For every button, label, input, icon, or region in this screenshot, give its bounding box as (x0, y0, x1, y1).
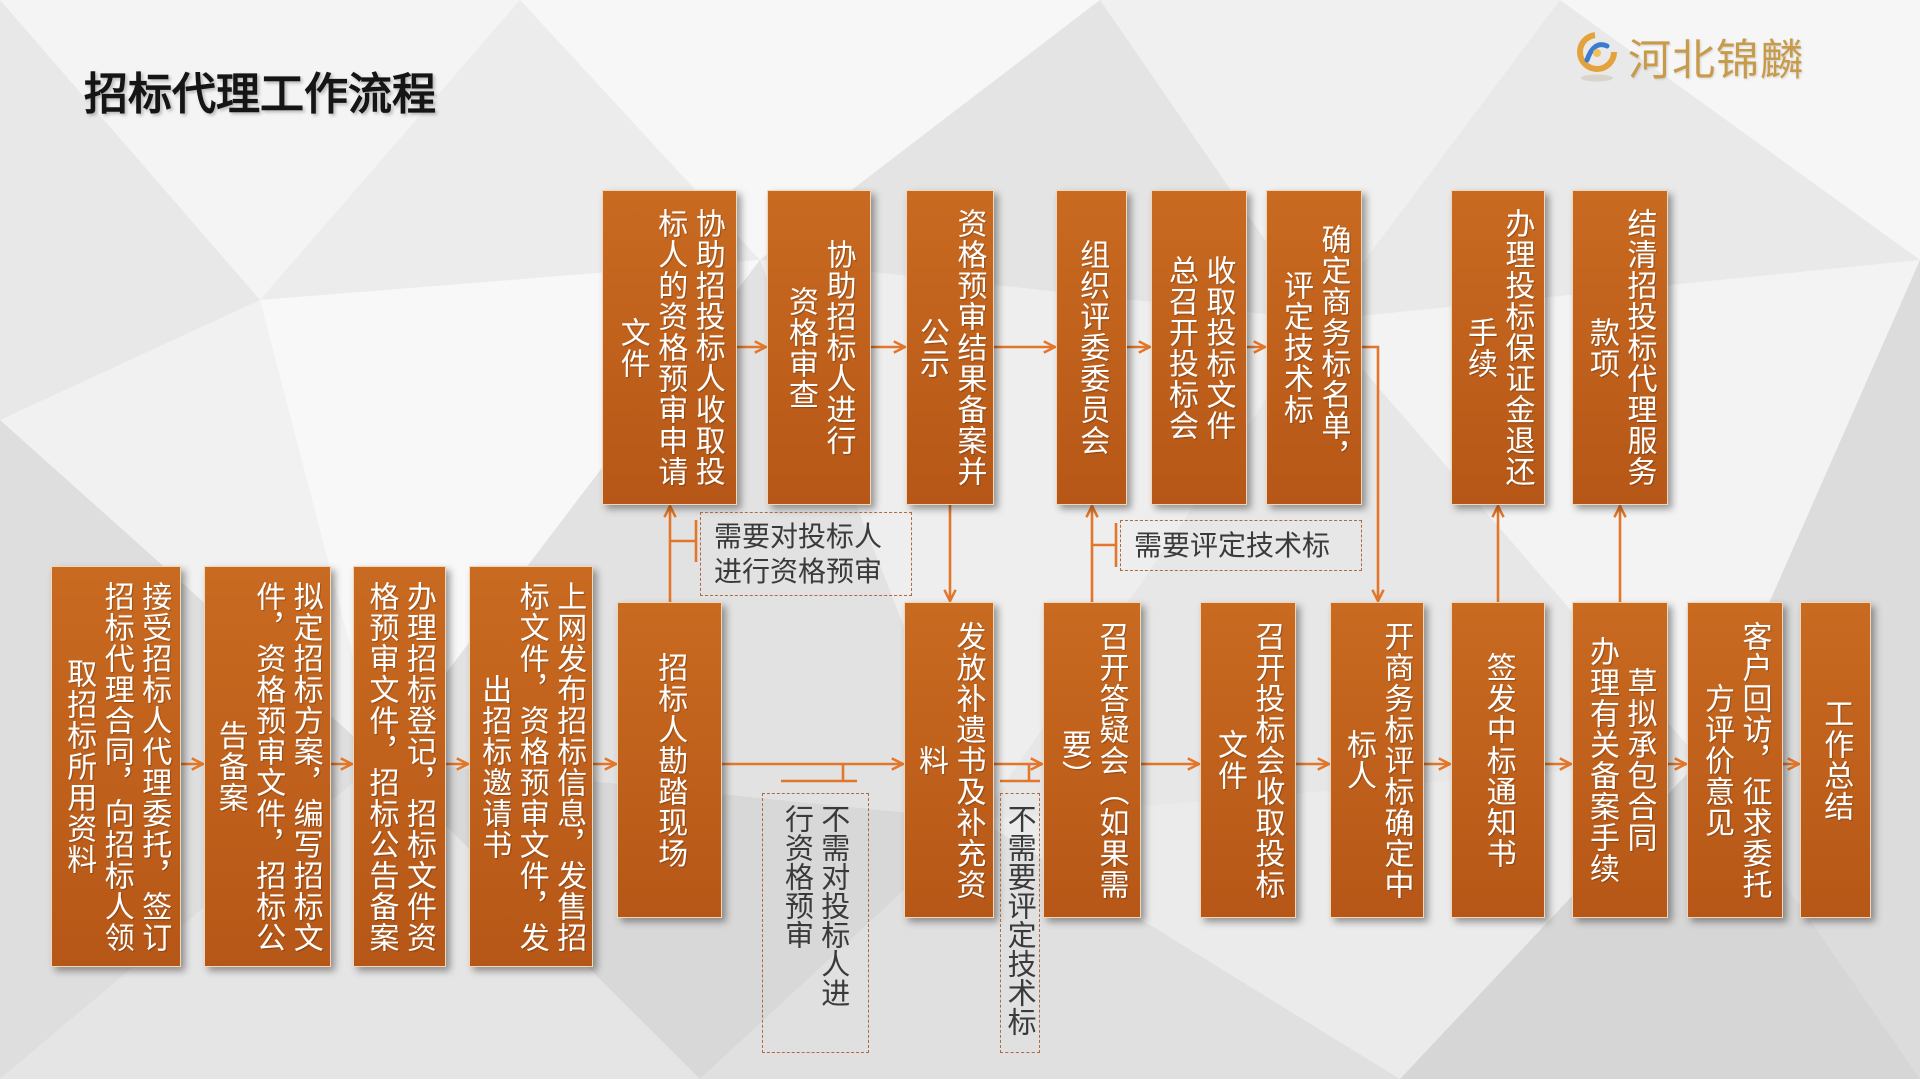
step-contract-filing: 草拟承包合同 办理有关备案手续 (1572, 602, 1668, 918)
logo-swirl (1584, 42, 1610, 63)
step-label: 收取投标文件 总召开投标会 (1163, 254, 1236, 441)
step-collect-bids-meeting: 收取投标文件 总召开投标会 (1151, 190, 1247, 505)
step-accept-commission: 接受招标人代理委托，签订 招标代理合同，向招标人领 取招标所用资料 (51, 566, 181, 967)
step-form-evaluation-committee: 组织评委委员会 (1056, 190, 1127, 505)
note-bracket-need-prequal (670, 520, 698, 562)
step-label: 上网发布招标信息，发售招 标文件，资格预审文件，发 出招标邀请书 (476, 580, 587, 953)
step-label: 召开投标会收取投标 文件 (1212, 620, 1285, 900)
step-settle-agency-fee: 结清招投标代理服务 款项 (1572, 190, 1668, 505)
logo-core (1593, 49, 1601, 57)
step-label: 签发中标通知书 (1480, 651, 1516, 869)
note-label: 不需要评定技术标 (1003, 804, 1038, 1036)
note-label: 不需对投标人进 行资格预审 (780, 804, 851, 1007)
step-collect-prequal-applications: 协助招投标人收取投 标人的资格预审申请 文件 (602, 190, 737, 505)
note-bracket-no-tech-eval (1000, 764, 1040, 783)
step-label: 发放补遗书及补充资 料 (913, 620, 986, 900)
note-label: 需要评定技术标 (1134, 529, 1331, 562)
bg-facet (700, 820, 1400, 1079)
step-label: 协助招标人进行 资格审查 (783, 239, 856, 456)
bg-facet (1100, 0, 1560, 320)
step-label: 资格预审结果备案并 公示 (914, 208, 987, 487)
step-technical-evaluation: 确定商务标名单， 评定技术标 (1266, 190, 1362, 505)
step-label: 协助招投标人收取投 标人的资格预审申请 文件 (614, 208, 725, 487)
step-label: 拟定招标方案，编写招标文 件，资格预审文件，招标公 告备案 (212, 580, 323, 953)
step-site-visit: 招标人勘踏现场 (617, 602, 722, 918)
note-need-prequalification: 需要对投标人 进行资格预审 (700, 512, 912, 596)
step-label: 客户回访，征求委托 方评价意见 (1699, 620, 1772, 900)
step-register-tender: 办理招标登记，招标文件资 格预审文件，招标公告备案 (353, 566, 446, 967)
step-prequal-review: 协助招标人进行 资格审查 (767, 190, 871, 505)
note-label: 需要对投标人 进行资格预审 (714, 520, 883, 588)
logo-ring (1577, 32, 1617, 72)
step-work-summary: 工作总结 (1800, 602, 1871, 918)
brand-name: 河北锦麟 (1628, 36, 1804, 86)
step-label: 工作总结 (1818, 698, 1854, 822)
step-bid-opening: 召开投标会收取投标 文件 (1200, 602, 1296, 918)
step-label: 办理投标保证金退还 手续 (1462, 208, 1535, 487)
arrow-tech-eval-to-evaluation (1362, 345, 1378, 601)
step-refund-bid-bond: 办理投标保证金退还 手续 (1451, 190, 1545, 505)
note-no-prequalification: 不需对投标人进 行资格预审 (762, 793, 869, 1053)
bg-facet (1400, 760, 1920, 1079)
step-label: 草拟承包合同 办理有关备案手续 (1584, 636, 1657, 884)
note-need-technical-evaluation: 需要评定技术标 (1120, 520, 1362, 571)
step-client-follow-up: 客户回访，征求委托 方评价意见 (1687, 602, 1783, 918)
step-label: 开商务标评标确定中 标人 (1341, 620, 1414, 900)
bg-facet (0, 760, 700, 1079)
swirl-logo-icon (1577, 32, 1617, 82)
step-label: 召开答疑会（如果需 要） (1056, 620, 1129, 900)
step-label: 办理招标登记，招标文件资 格预审文件，招标公告备案 (363, 580, 437, 953)
step-prequal-publication: 资格预审结果备案并 公示 (906, 190, 994, 505)
logo-shadow (1581, 74, 1613, 82)
bg-facet (520, 0, 1100, 260)
step-clarification-meeting: 召开答疑会（如果需 要） (1043, 602, 1141, 918)
step-award-notice: 签发中标通知书 (1451, 602, 1545, 918)
step-publish-tender-info: 上网发布招标信息，发售招 标文件，资格预审文件，发 出招标邀请书 (469, 566, 593, 967)
page-title: 招标代理工作流程 (84, 69, 436, 120)
step-label: 结清招投标代理服务 款项 (1584, 208, 1657, 487)
step-draft-tender-plan: 拟定招标方案，编写招标文 件，资格预审文件，招标公 告备案 (204, 566, 331, 967)
bg-facet (0, 0, 260, 420)
note-bracket-no-prequal (781, 764, 857, 783)
note-bracket-need-tech-eval (1092, 523, 1118, 567)
step-label: 组织评委委员会 (1074, 239, 1110, 456)
step-label: 确定商务标名单， 评定技术标 (1278, 223, 1351, 472)
step-label: 招标人勘踏现场 (652, 651, 688, 869)
note-no-technical-evaluation: 不需要评定技术标 (1000, 793, 1040, 1053)
step-label: 接受招标人代理委托，签订 招标代理合同，向招标人领 取招标所用资料 (61, 580, 172, 953)
step-issue-addendum: 发放补遗书及补充资 料 (904, 602, 994, 918)
bg-facet (0, 0, 520, 300)
step-evaluate-bids: 开商务标评标确定中 标人 (1330, 602, 1424, 918)
